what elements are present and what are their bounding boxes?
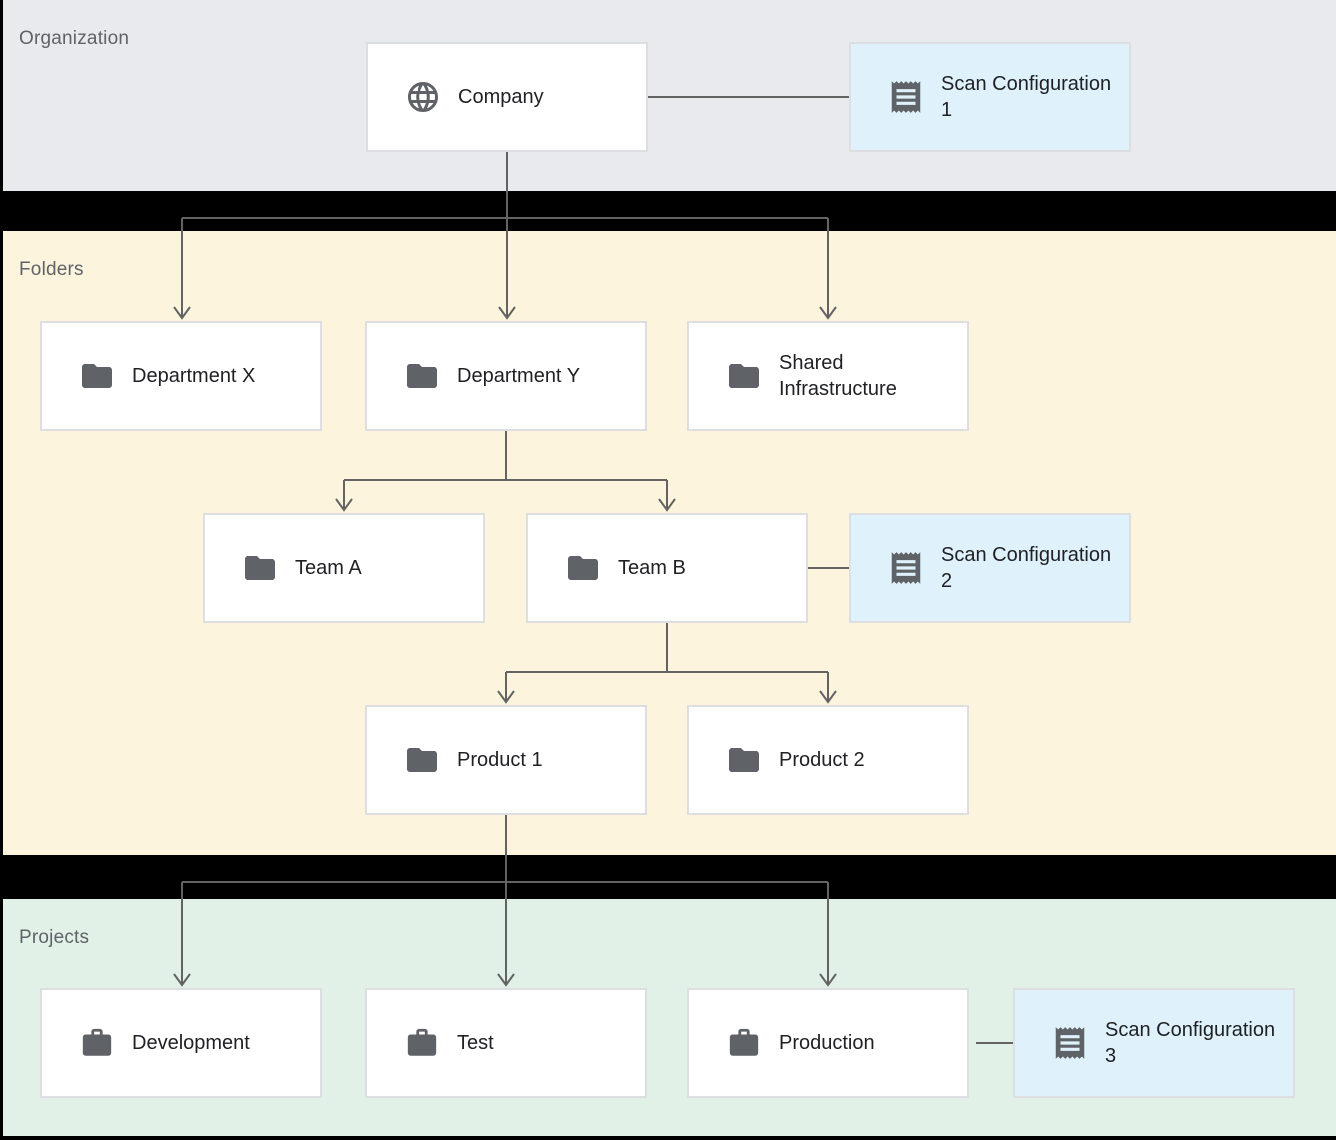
node-development: Development <box>40 988 322 1098</box>
node-label: Scan Configuration 1 <box>941 73 1112 121</box>
node-label: Company <box>458 86 544 108</box>
node-scan-configuration-3: Scan Configuration 3 <box>1013 988 1295 1098</box>
organization-band-label: Organization <box>19 28 130 49</box>
node-label: Product 2 <box>779 749 865 771</box>
globe-icon <box>404 78 442 116</box>
node-shared-infrastructure: Shared Infrastructure <box>687 321 969 431</box>
folder-icon <box>403 357 441 395</box>
node-label: Department Y <box>457 365 581 387</box>
node-label: Product 1 <box>457 749 543 771</box>
projects-band-label: Projects <box>19 927 90 948</box>
folder-icon <box>564 549 602 587</box>
node-department-y: Department Y <box>365 321 647 431</box>
node-team-b: Team B <box>526 513 808 623</box>
receipt-icon <box>1051 1024 1089 1062</box>
node-label: Production <box>779 1032 875 1054</box>
node-label: Department X <box>132 365 256 387</box>
organization-band: Organization <box>3 0 1336 191</box>
node-scan-configuration-1: Scan Configuration 1 <box>849 42 1131 152</box>
briefcase-icon <box>78 1024 116 1062</box>
node-label: Shared Infrastructure <box>779 352 897 400</box>
node-team-a: Team A <box>203 513 485 623</box>
node-label: Scan Configuration 2 <box>941 544 1112 592</box>
node-test: Test <box>365 988 647 1098</box>
receipt-icon <box>887 549 925 587</box>
node-label: Team A <box>295 557 362 579</box>
folder-icon <box>725 357 763 395</box>
node-label: Test <box>457 1032 494 1054</box>
node-label: Scan Configuration 3 <box>1105 1019 1276 1067</box>
node-product-2: Product 2 <box>687 705 969 815</box>
folder-icon <box>725 741 763 779</box>
folder-icon <box>241 549 279 587</box>
node-label: Development <box>132 1032 250 1054</box>
folder-icon <box>78 357 116 395</box>
receipt-icon <box>887 78 925 116</box>
briefcase-icon <box>403 1024 441 1062</box>
node-label: Team B <box>618 557 686 579</box>
folder-icon <box>403 741 441 779</box>
briefcase-icon <box>725 1024 763 1062</box>
node-scan-configuration-2: Scan Configuration 2 <box>849 513 1131 623</box>
node-production: Production <box>687 988 969 1098</box>
folders-band-label: Folders <box>19 259 84 280</box>
node-company: Company <box>366 42 648 152</box>
node-product-1: Product 1 <box>365 705 647 815</box>
node-department-x: Department X <box>40 321 322 431</box>
